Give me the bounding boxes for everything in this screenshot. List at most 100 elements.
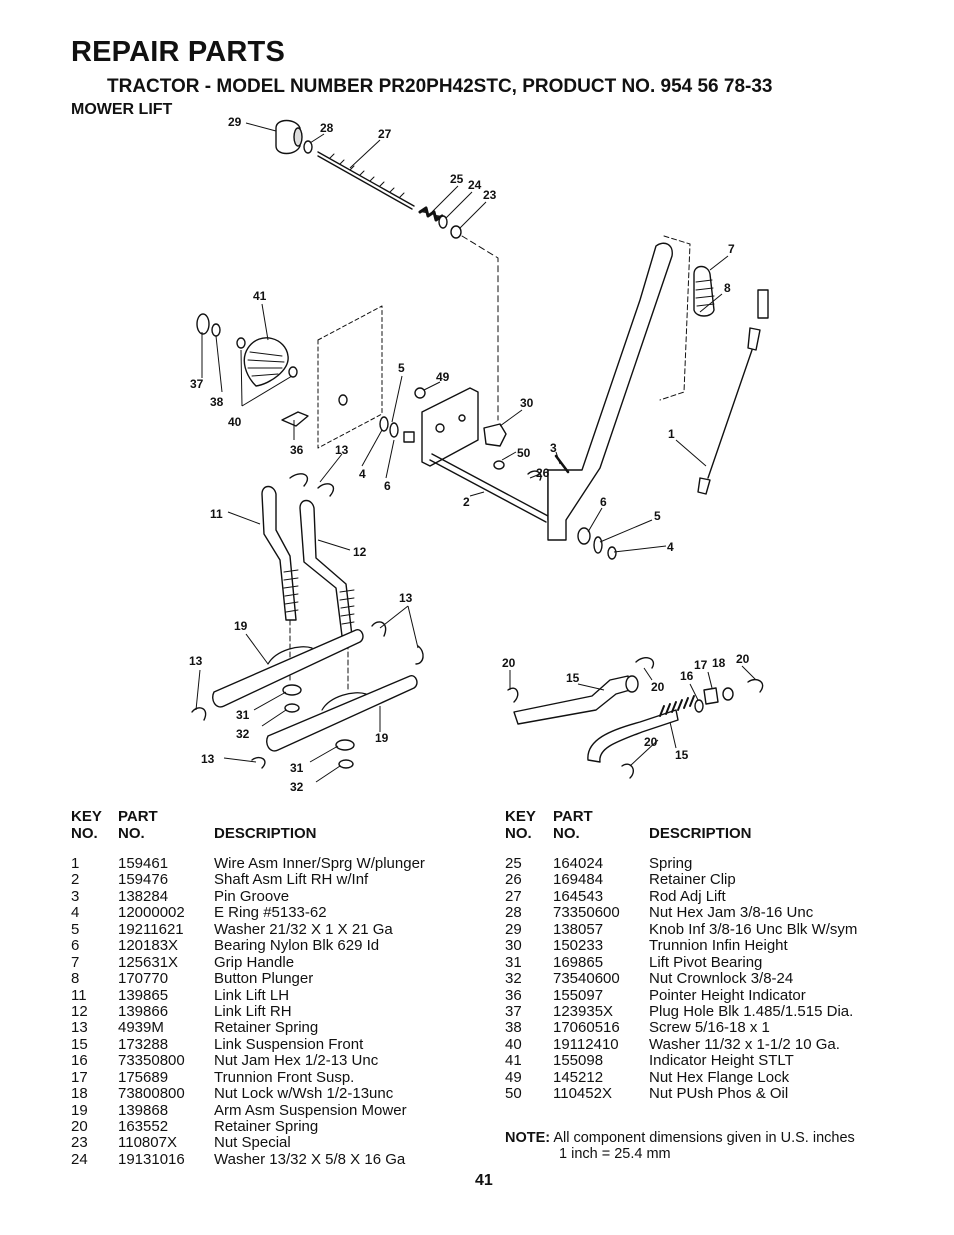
part-description: Nut Hex Jam 3/8-16 Unc [649,904,814,922]
part-number: 159461 [118,855,169,872]
part-description: Retainer Clip [649,871,736,889]
part-number: 4939M [118,1019,164,1037]
part-description: Indicator Height STLT [649,1052,794,1070]
key-number: 17 [71,1068,88,1086]
part-number: 173288 [118,1035,169,1053]
callout-50: 50 [517,446,531,460]
callout-8: 8 [724,281,731,295]
part-number: 163552 [118,1118,169,1135]
part-description: Lift Pivot Bearing [649,953,763,971]
callout-20: 20 [502,656,516,670]
washer-part [438,215,448,229]
wire-part [697,327,761,495]
callout-27: 27 [378,127,392,141]
part-number: 155097 [553,986,604,1004]
callout-23: 23 [483,188,497,202]
lift-shaft-part [429,453,549,523]
callout-15b: 15 [675,748,689,762]
part-description: Pin Groove [214,887,290,905]
dimension-note: NOTE: All component dimensions given in … [505,1130,855,1162]
callout-13: 13 [335,443,349,457]
part-description: Nut Hex Flange Lock [649,1068,790,1086]
part-description: Plug Hole Blk 1.485/1.515 Dia. [649,1002,854,1020]
key-number: 6 [71,937,80,955]
table-header: KEY NO. PART NO. DESCRIPTION [71,808,491,843]
part-number: 73540600 [553,970,620,988]
callout-13d: 13 [201,752,215,766]
key-number: 32 [505,970,522,988]
key-number: 5 [71,920,80,938]
trunnion-part [483,423,507,447]
callout-2: 2 [463,495,470,509]
callout-40: 40 [228,415,242,429]
key-number: 27 [505,887,522,905]
part-number: 120183X [118,937,179,955]
part-number: 139866 [118,1002,169,1020]
page-subtitle: TRACTOR - MODEL NUMBER PR20PH42STC, PROD… [107,76,773,97]
note-line-2: 1 inch = 25.4 mm [559,1146,671,1162]
key-number: 30 [505,937,522,955]
part-description: Arm Asm Suspension Mower [214,1101,407,1119]
note-line-1: All component dimensions given in U.S. i… [553,1130,855,1146]
key-header-top: KEY [71,808,102,825]
part-number: 145212 [553,1068,604,1086]
suspension-arm-part [212,629,418,752]
page-number: 41 [475,1172,493,1189]
part-description: Button Plunger [214,970,314,988]
part-number: 123935X [553,1002,614,1020]
callout-7: 7 [728,242,735,256]
callout-17: 17 [694,658,708,672]
bracket-part [421,387,479,467]
callout-32b: 32 [290,780,304,794]
callout-31: 31 [236,708,250,722]
button-plunger-part [757,289,769,319]
lift-lever-part [547,235,691,541]
callout-24: 24 [468,178,482,192]
part-number: 155098 [553,1052,604,1070]
part-description: Washer 11/32 x 1-1/2 10 Ga. [649,1035,840,1053]
grip-handle-part [693,265,715,317]
key-number: 25 [505,855,522,872]
callout-13b: 13 [399,591,413,605]
callout-11: 11 [210,507,223,521]
callout-13c: 13 [189,654,203,668]
callout-20b: 20 [736,652,750,666]
callout-31b: 31 [290,761,304,775]
part-description: Nut PUsh Phos & Oil [649,1085,789,1103]
part-number: 170770 [118,970,169,988]
part-number: 175689 [118,1068,169,1086]
note-label: NOTE: [505,1130,551,1146]
callout-5b: 5 [654,509,661,523]
callout-26: 26 [536,466,550,480]
callout-18: 18 [712,656,726,670]
part-description: Knob Inf 3/8-16 Unc Blk W/sym [649,920,858,938]
callout-12: 12 [353,545,367,559]
part-number: 19112410 [553,1035,619,1053]
page-title: REPAIR PARTS [71,36,286,68]
key-number: 19 [71,1101,88,1119]
link-lift-rh-part [299,499,355,637]
front-link-part [513,675,695,763]
callout-28: 28 [320,121,334,135]
key-number: 36 [505,986,522,1004]
key-number: 26 [505,871,522,889]
callout-20d: 20 [644,735,658,749]
